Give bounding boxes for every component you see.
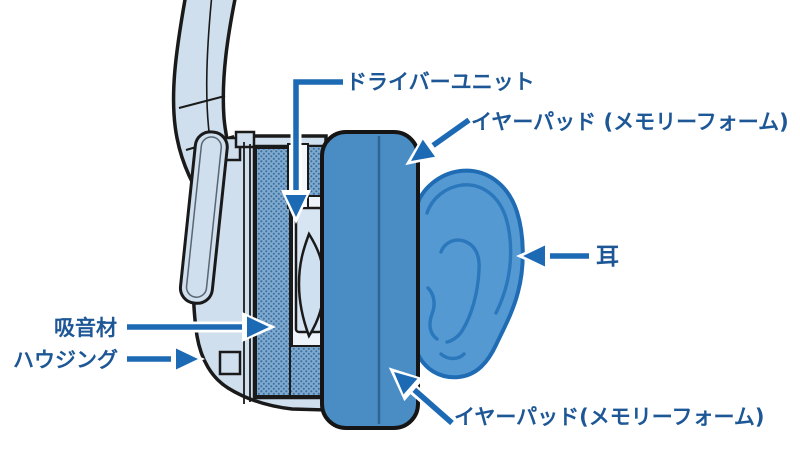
ear-arrow <box>516 241 589 271</box>
label-housing: ハウジング <box>13 348 118 372</box>
callout-arrows <box>127 76 589 428</box>
ear-pad-top-arrow <box>405 115 473 166</box>
driver-unit-arrow <box>281 76 343 224</box>
ear-illustration <box>415 168 525 380</box>
sound-absorber-arrow <box>127 312 276 342</box>
label-driver-unit: ドライバーユニット <box>346 70 535 94</box>
label-ear: 耳 <box>596 244 619 270</box>
label-sound-absorber: 吸音材 <box>54 316 117 340</box>
ear-pad-bottom-arrow <box>388 367 456 428</box>
label-ear-pad-top: イヤーパッド (メモリーフォーム) <box>471 110 789 134</box>
label-ear-pad-bottom: イヤーパッド(メモリーフォーム) <box>454 405 765 429</box>
headband-slider-arm <box>178 130 229 305</box>
ear-pad <box>320 130 420 430</box>
housing-arrow <box>127 344 205 374</box>
